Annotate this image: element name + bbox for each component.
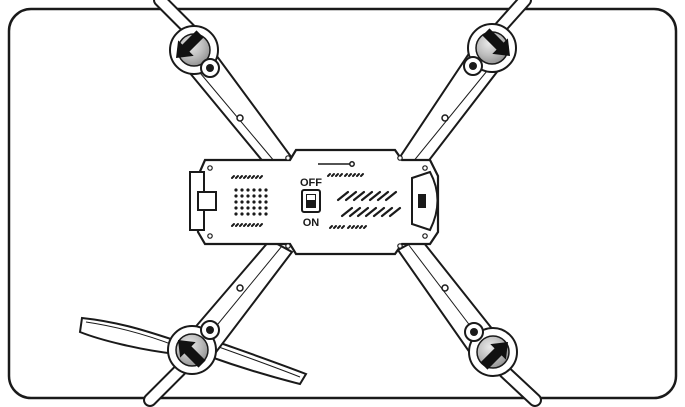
arrow-front-right xyxy=(482,28,510,56)
propeller-blade-right xyxy=(206,338,308,386)
arrow-rear-left xyxy=(178,340,206,368)
arm-screws xyxy=(236,114,449,292)
arrow-rear-right xyxy=(480,342,508,370)
camera-lens xyxy=(197,191,217,211)
switch-off-label: OFF xyxy=(300,177,322,189)
antenna-marker xyxy=(318,161,355,167)
switch-on-label: ON xyxy=(303,217,320,229)
vent-slots xyxy=(336,190,402,218)
speaker-grille xyxy=(234,188,268,216)
vent-dash-rows xyxy=(231,173,367,229)
power-switch[interactable]: OFF ON xyxy=(300,177,322,229)
motor-front-left xyxy=(153,0,220,78)
arrow-front-left xyxy=(176,30,204,58)
